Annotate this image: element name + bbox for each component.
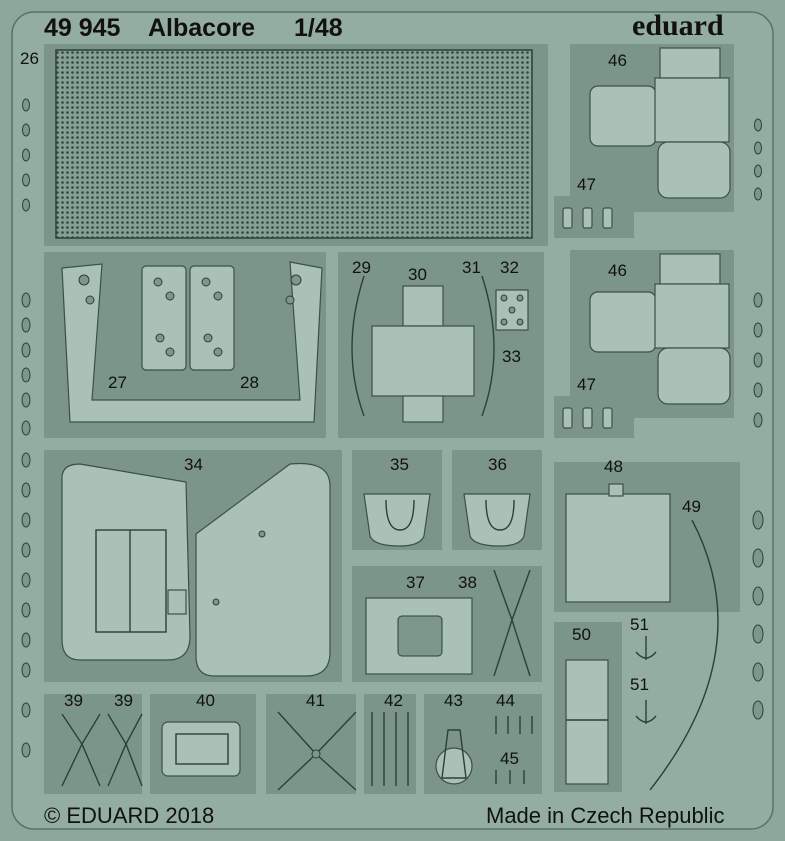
label-41: 41	[306, 691, 325, 710]
part-43	[424, 694, 486, 794]
label-36: 36	[488, 455, 507, 474]
copyright-label: © EDUARD 2018	[44, 803, 214, 828]
origin-label: Made in Czech Republic	[486, 803, 724, 828]
part-41	[266, 694, 357, 794]
label-26: 26	[20, 49, 39, 68]
label-27: 27	[108, 373, 127, 392]
label-48: 48	[604, 457, 623, 476]
part-27-28-panels	[44, 252, 326, 438]
brand-logo: eduard	[632, 9, 724, 42]
label-37: 37	[406, 573, 425, 592]
part-46-middle	[570, 250, 734, 418]
label-47-middle: 47	[577, 375, 596, 394]
drop-holes-right	[752, 118, 764, 720]
label-46-top: 46	[608, 51, 627, 70]
drop-holes-left	[21, 98, 31, 758]
part-44-45	[486, 694, 542, 794]
label-42: 42	[384, 691, 403, 710]
part-29-33-group	[338, 252, 544, 438]
part-42	[364, 694, 416, 794]
part-47-middle	[554, 396, 634, 438]
label-40: 40	[196, 691, 215, 710]
label-50: 50	[572, 625, 591, 644]
label-39-right: 39	[114, 691, 133, 710]
label-46-middle: 46	[608, 261, 627, 280]
part-50	[554, 622, 622, 792]
part-48-49	[554, 462, 740, 791]
label-39-left: 39	[64, 691, 83, 710]
label-30: 30	[408, 265, 427, 284]
label-35: 35	[390, 455, 409, 474]
part-40	[150, 694, 256, 794]
label-38: 38	[458, 573, 477, 592]
label-33: 33	[502, 347, 521, 366]
label-34: 34	[184, 455, 203, 474]
label-31: 31	[462, 258, 481, 277]
set-number: 49 945	[44, 14, 121, 42]
label-44: 44	[496, 691, 515, 710]
part-37-38	[352, 566, 542, 682]
label-28: 28	[240, 373, 259, 392]
label-51-bottom: 51	[630, 675, 649, 694]
label-49: 49	[682, 497, 701, 516]
part-51	[635, 636, 657, 724]
part-35	[352, 450, 442, 550]
label-43: 43	[444, 691, 463, 710]
model-name: Albacore	[148, 14, 255, 42]
part-47-top	[554, 196, 634, 238]
part-36	[452, 450, 542, 550]
label-51-top: 51	[630, 615, 649, 634]
part-39-pair	[44, 694, 143, 794]
part-46-top	[570, 44, 734, 212]
label-45: 45	[500, 749, 519, 768]
label-47-top: 47	[577, 175, 596, 194]
part-26-mesh-panel	[44, 44, 548, 246]
label-32: 32	[500, 258, 519, 277]
scale-label: 1/48	[294, 14, 343, 42]
label-29: 29	[352, 258, 371, 277]
part-34-hatch	[44, 450, 342, 682]
